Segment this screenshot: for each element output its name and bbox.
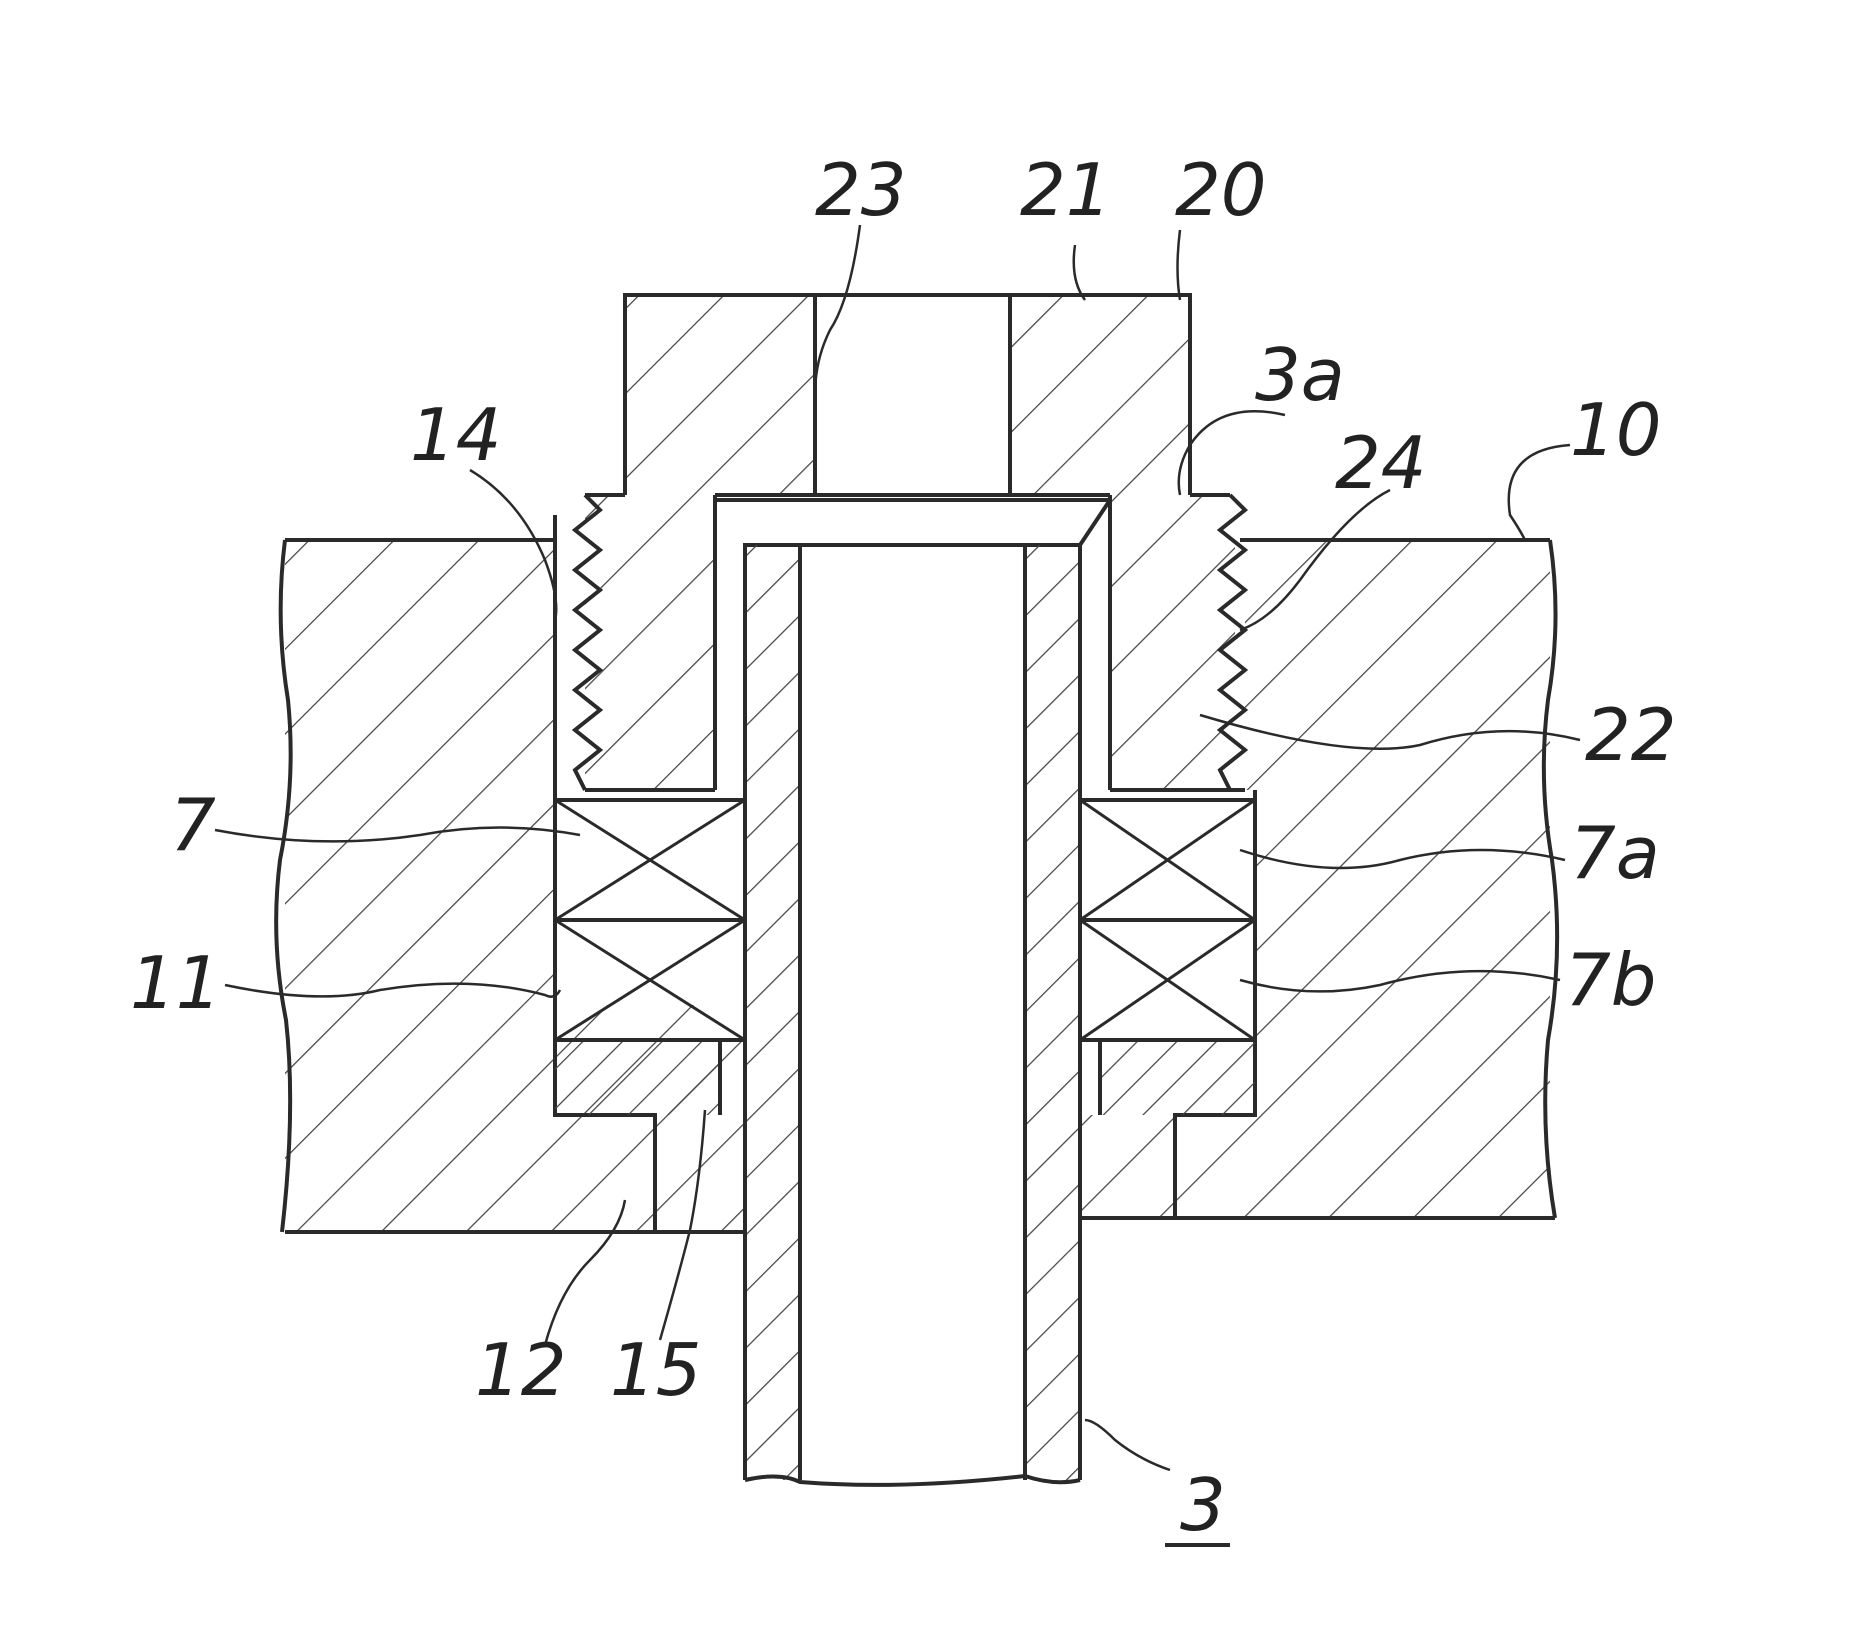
label-3a: 3a bbox=[1255, 333, 1345, 417]
label-23: 23 bbox=[815, 148, 907, 232]
label-22: 22 bbox=[1585, 693, 1677, 777]
tube-3 bbox=[715, 495, 1110, 1485]
spacer-15-left bbox=[555, 1040, 745, 1115]
bearing-left bbox=[555, 800, 745, 1040]
label-7b: 7b bbox=[1565, 938, 1657, 1022]
label-7a: 7a bbox=[1570, 811, 1660, 895]
label-15: 15 bbox=[610, 1328, 702, 1412]
label-21: 21 bbox=[1020, 148, 1112, 232]
label-7: 7 bbox=[170, 783, 216, 867]
label-20: 20 bbox=[1175, 148, 1267, 232]
spacer-15-right bbox=[1080, 1040, 1255, 1115]
nut-20 bbox=[575, 295, 1245, 790]
bearing-right bbox=[1080, 800, 1255, 1040]
label-24: 24 bbox=[1335, 421, 1427, 505]
label-12: 12 bbox=[475, 1328, 567, 1412]
label-3: 3 bbox=[1180, 1463, 1226, 1547]
label-11: 11 bbox=[130, 941, 222, 1025]
label-14: 14 bbox=[410, 393, 502, 477]
label-10: 10 bbox=[1570, 388, 1662, 472]
